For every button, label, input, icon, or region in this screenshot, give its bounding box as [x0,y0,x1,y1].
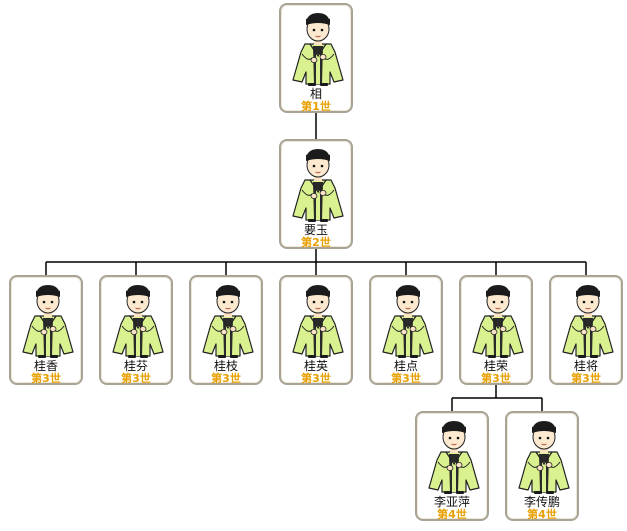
member-card-m5[interactable]: 桂枝 第3世 [189,275,263,385]
member-card-m8[interactable]: 桂荣 第3世 [459,275,533,385]
member-generation: 第4世 [437,508,467,521]
member-name: 相 [309,87,322,101]
member-generation: 第3世 [481,372,511,385]
person-in-robe-icon [380,282,436,358]
person-in-robe-icon [470,282,526,358]
person-in-robe-icon [516,418,572,494]
member-card-m10[interactable]: 李亚萍 第4世 [415,411,489,521]
member-name: 桂点 [393,359,418,373]
member-name: 李亚萍 [433,495,470,509]
person-in-robe-icon [20,282,76,358]
member-name: 桂荣 [483,359,508,373]
member-generation: 第3世 [571,372,601,385]
member-generation: 第1世 [301,100,331,113]
member-generation: 第3世 [121,372,151,385]
member-card-m11[interactable]: 李传鹏 第4世 [505,411,579,521]
person-in-robe-icon [110,282,166,358]
member-name: 桂香 [33,359,58,373]
member-card-m7[interactable]: 桂点 第3世 [369,275,443,385]
member-generation: 第4世 [527,508,557,521]
member-generation: 第3世 [391,372,421,385]
member-generation: 第2世 [301,236,331,249]
member-card-m9[interactable]: 桂将 第3世 [549,275,623,385]
member-name: 桂将 [573,359,598,373]
member-generation: 第3世 [211,372,241,385]
member-card-m4[interactable]: 桂芬 第3世 [99,275,173,385]
person-in-robe-icon [426,418,482,494]
member-name: 桂英 [303,359,328,373]
person-in-robe-icon [290,10,346,86]
member-card-m6[interactable]: 桂英 第3世 [279,275,353,385]
member-generation: 第3世 [31,372,61,385]
member-name: 桂枝 [213,359,238,373]
member-card-m3[interactable]: 桂香 第3世 [9,275,83,385]
person-in-robe-icon [290,146,346,222]
member-card-m1[interactable]: 相 第1世 [279,3,353,113]
member-name: 要玉 [303,223,328,237]
person-in-robe-icon [200,282,256,358]
person-in-robe-icon [560,282,616,358]
person-in-robe-icon [290,282,346,358]
member-name: 李传鹏 [523,495,560,509]
member-name: 桂芬 [123,359,148,373]
member-card-m2[interactable]: 要玉 第2世 [279,139,353,249]
member-generation: 第3世 [301,372,331,385]
